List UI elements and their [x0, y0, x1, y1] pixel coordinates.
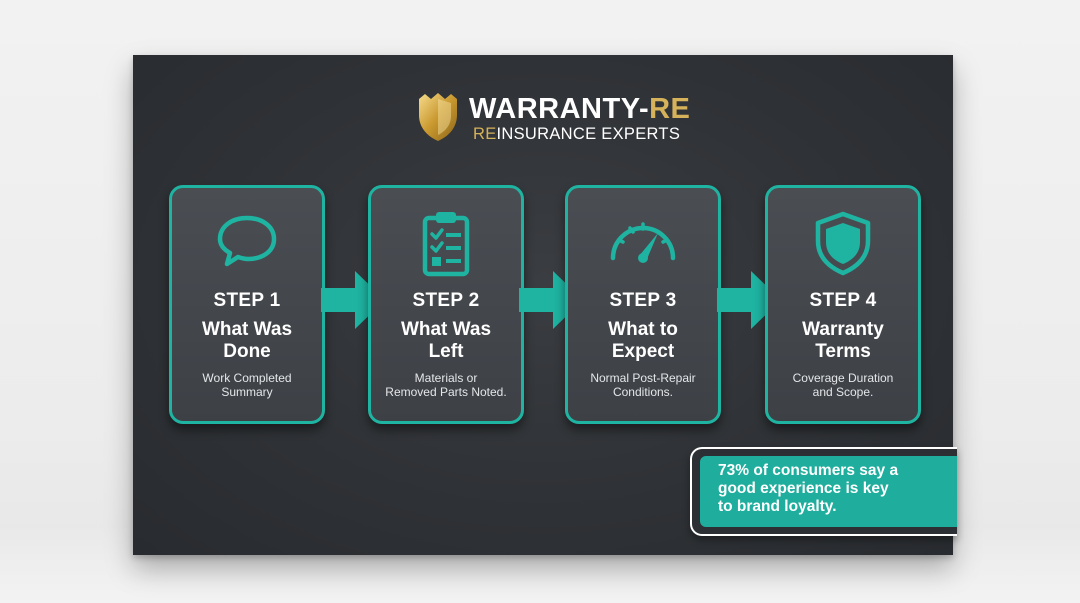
brand-name: WARRANTY-RE — [469, 93, 691, 125]
callout-fill — [700, 456, 957, 527]
callout-text: 73% of consumers say a good experience i… — [718, 462, 899, 515]
step-label: STEP 2 — [412, 290, 480, 311]
statistic-callout: 73% of consumers say a good experience i… — [690, 447, 957, 536]
step-label: STEP 1 — [213, 290, 281, 311]
shield-icon — [815, 211, 871, 276]
shield-icon — [419, 93, 457, 141]
infographic-board: WARRANTY-RE REINSURANCE EXPERTS STEP 1 W… — [133, 55, 957, 555]
step-label: STEP 3 — [609, 290, 677, 311]
speedometer-icon — [610, 222, 676, 263]
brand-tagline: REINSURANCE EXPERTS — [473, 125, 681, 143]
clipboard-checklist-icon — [422, 212, 470, 277]
speech-bubble-icon — [217, 215, 277, 267]
step-label: STEP 4 — [809, 290, 877, 311]
brand-logo: WARRANTY-RE REINSURANCE EXPERTS — [415, 91, 690, 147]
